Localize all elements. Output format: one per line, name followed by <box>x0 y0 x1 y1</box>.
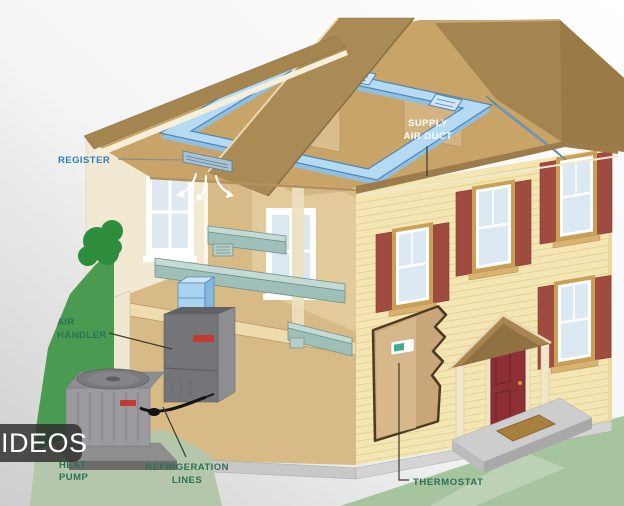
window-front-3 <box>539 150 613 249</box>
doormat <box>495 414 557 442</box>
videos-tab-overlay[interactable]: IDEOS <box>0 424 87 462</box>
thermostat-cutaway <box>371 305 448 443</box>
register-leader <box>117 158 184 161</box>
tree <box>78 220 123 266</box>
refrigeration-line <box>139 393 215 416</box>
heat-pump-label-line1: HEAT <box>59 460 86 471</box>
heat-pump-brand-badge <box>120 400 136 406</box>
front-porch <box>448 313 593 473</box>
supply-air-duct-label-line1: SUPPLY <box>408 118 448 129</box>
thermostat-label: THERMOSTAT <box>413 477 484 488</box>
window-front-4 <box>537 274 612 374</box>
porch-roof <box>448 313 553 369</box>
supply-air-duct-label-line2: AIR DUCT <box>404 131 453 142</box>
air-handler-unit <box>163 306 236 403</box>
roof-left-eave <box>83 35 348 158</box>
door-knob <box>518 381 522 385</box>
air-handler-label-line2: HANDLER <box>57 330 107 341</box>
interior-post <box>292 186 304 344</box>
roof-front-eave <box>355 141 619 197</box>
air-handler-brand-badge <box>193 335 214 342</box>
branch-duct-lower <box>287 321 353 357</box>
register-label: REGISTER <box>58 155 110 166</box>
ceiling-register <box>176 150 234 201</box>
thermostat-leader <box>398 363 409 481</box>
refrigeration-lines-label-line1: REFRIGERATION <box>145 462 229 473</box>
refrigeration-lines-label-line2: LINES <box>172 475 202 486</box>
air-handler-label-line1: AIR <box>57 317 75 328</box>
roof-right-plane <box>433 19 624 152</box>
branch-duct-upper <box>207 225 287 257</box>
thermostat-screen <box>394 342 404 352</box>
airflow-arrowheads <box>176 190 234 201</box>
window-front-1 <box>375 222 450 317</box>
window-upper-left <box>143 168 197 262</box>
attic-cutaway <box>83 17 624 197</box>
attic-register-stub-2 <box>428 93 463 112</box>
ceiling-cut-edge <box>149 176 357 192</box>
refrigeration-leader <box>162 406 187 458</box>
callout-labels: REGISTER SUPPLY AIR DUCT AIR HANDLER HEA… <box>57 118 484 488</box>
heat-pump-label-line2: PUMP <box>59 472 88 483</box>
supply-duct-branch <box>485 95 567 161</box>
branch-duct-long <box>154 257 346 304</box>
leader-lines <box>108 146 428 481</box>
house-interior-cutaway <box>85 86 357 465</box>
window-front-2 <box>455 179 532 281</box>
air-handler-leader <box>108 332 173 350</box>
